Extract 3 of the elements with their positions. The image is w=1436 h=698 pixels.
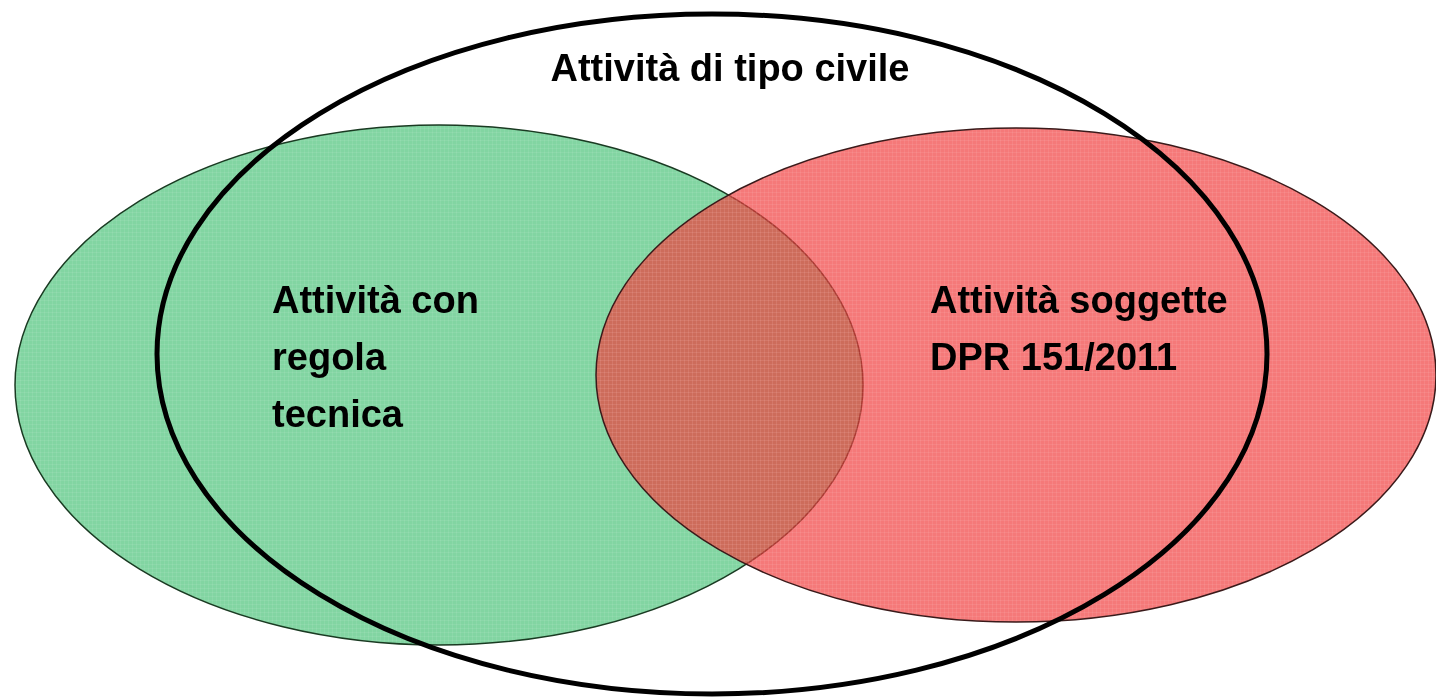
ellipse-label: Attività con regola tecnica [272,278,480,437]
ellipse-label: Attività soggette DPR 151/2011 [930,278,1229,380]
ellipse-label: Attività di tipo civile [549,46,911,91]
